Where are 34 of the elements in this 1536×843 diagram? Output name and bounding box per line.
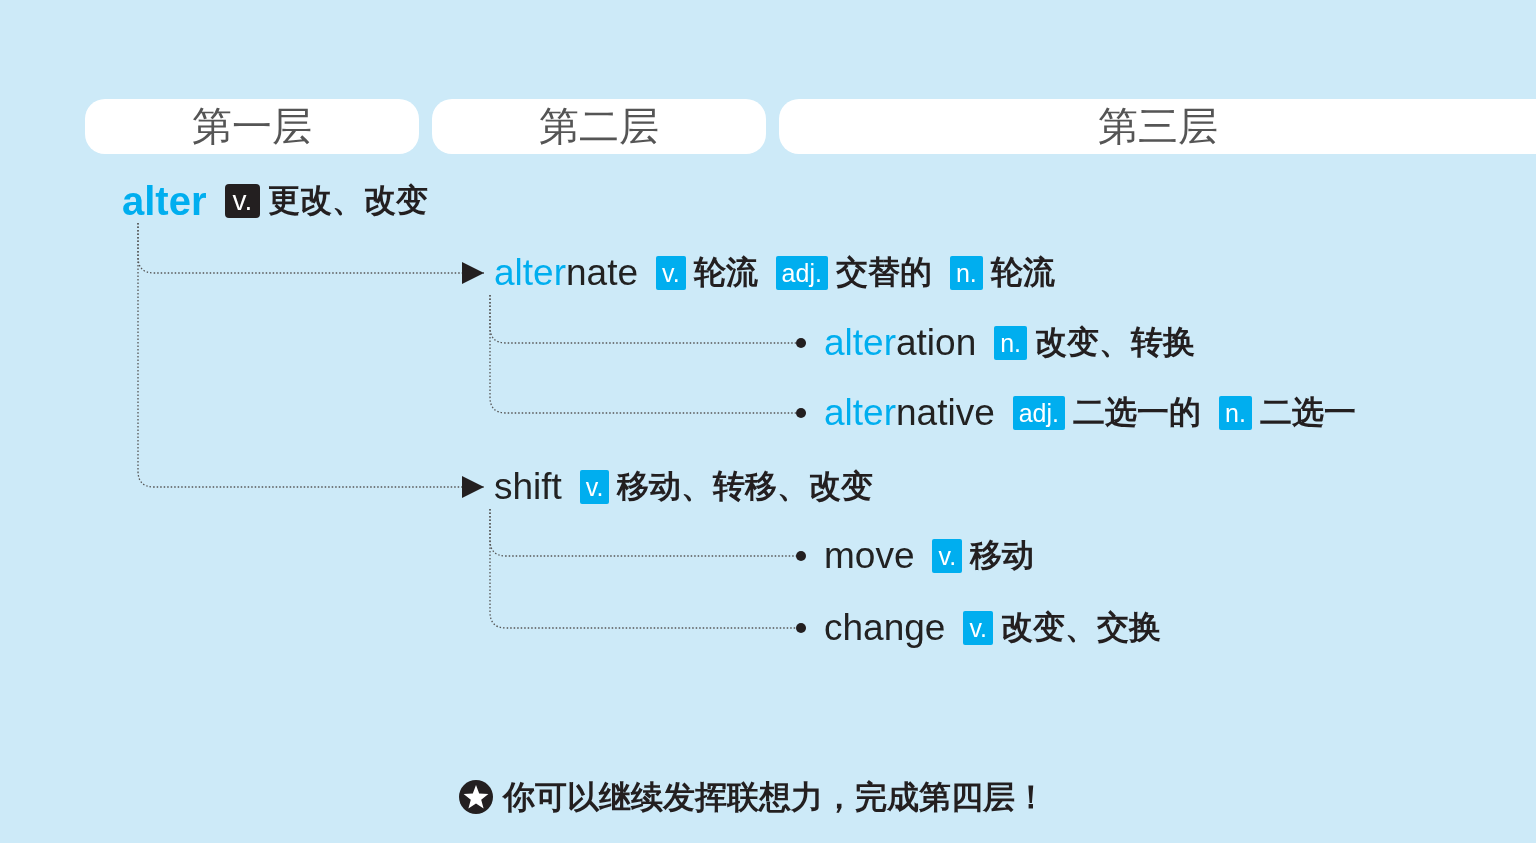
word: move: [824, 535, 915, 577]
part-of-speech-tag: n.: [1219, 396, 1252, 430]
meaning-text: 轮流: [990, 253, 1055, 292]
part-of-speech-tag: v.: [932, 539, 963, 573]
part-of-speech-tag: v.: [579, 470, 610, 504]
meaning-text: 移动: [970, 536, 1035, 575]
meaning-text: 移动、转移、改变: [617, 467, 874, 506]
word: shift: [494, 466, 562, 508]
word: alternate: [494, 252, 638, 294]
meaning-text: 二选一的: [1073, 393, 1202, 432]
word: alteration: [824, 322, 977, 364]
column-header: 第三层: [779, 99, 1536, 154]
meaning-text: 更改、改变: [268, 181, 429, 220]
connector: [489, 508, 807, 633]
meaning-text: 轮流: [693, 253, 758, 292]
word: alter: [122, 178, 207, 224]
part-of-speech-tag: v.: [224, 184, 261, 218]
word: alternative: [824, 392, 995, 434]
connector: [137, 222, 485, 498]
meaning-text: 改变、转换: [1035, 323, 1196, 362]
part-of-speech-tag: adj.: [1012, 396, 1066, 430]
connector: [489, 294, 807, 418]
meaning-text: 二选一: [1259, 393, 1356, 432]
part-of-speech-tag: v.: [656, 256, 686, 290]
column-header: 第一层: [85, 99, 419, 154]
part-of-speech-tag: adj.: [775, 256, 828, 290]
part-of-speech-tag: n.: [949, 256, 983, 290]
note-text: 你可以继续发挥联想力，完成第四层！: [503, 778, 1047, 817]
part-of-speech-tag: v.: [963, 611, 993, 645]
column-header: 第二层: [432, 99, 766, 154]
word: change: [824, 607, 946, 649]
part-of-speech-tag: n.: [994, 326, 1028, 360]
meaning-text: 交替的: [835, 253, 932, 292]
meaning-text: 改变、交换: [1001, 608, 1161, 647]
